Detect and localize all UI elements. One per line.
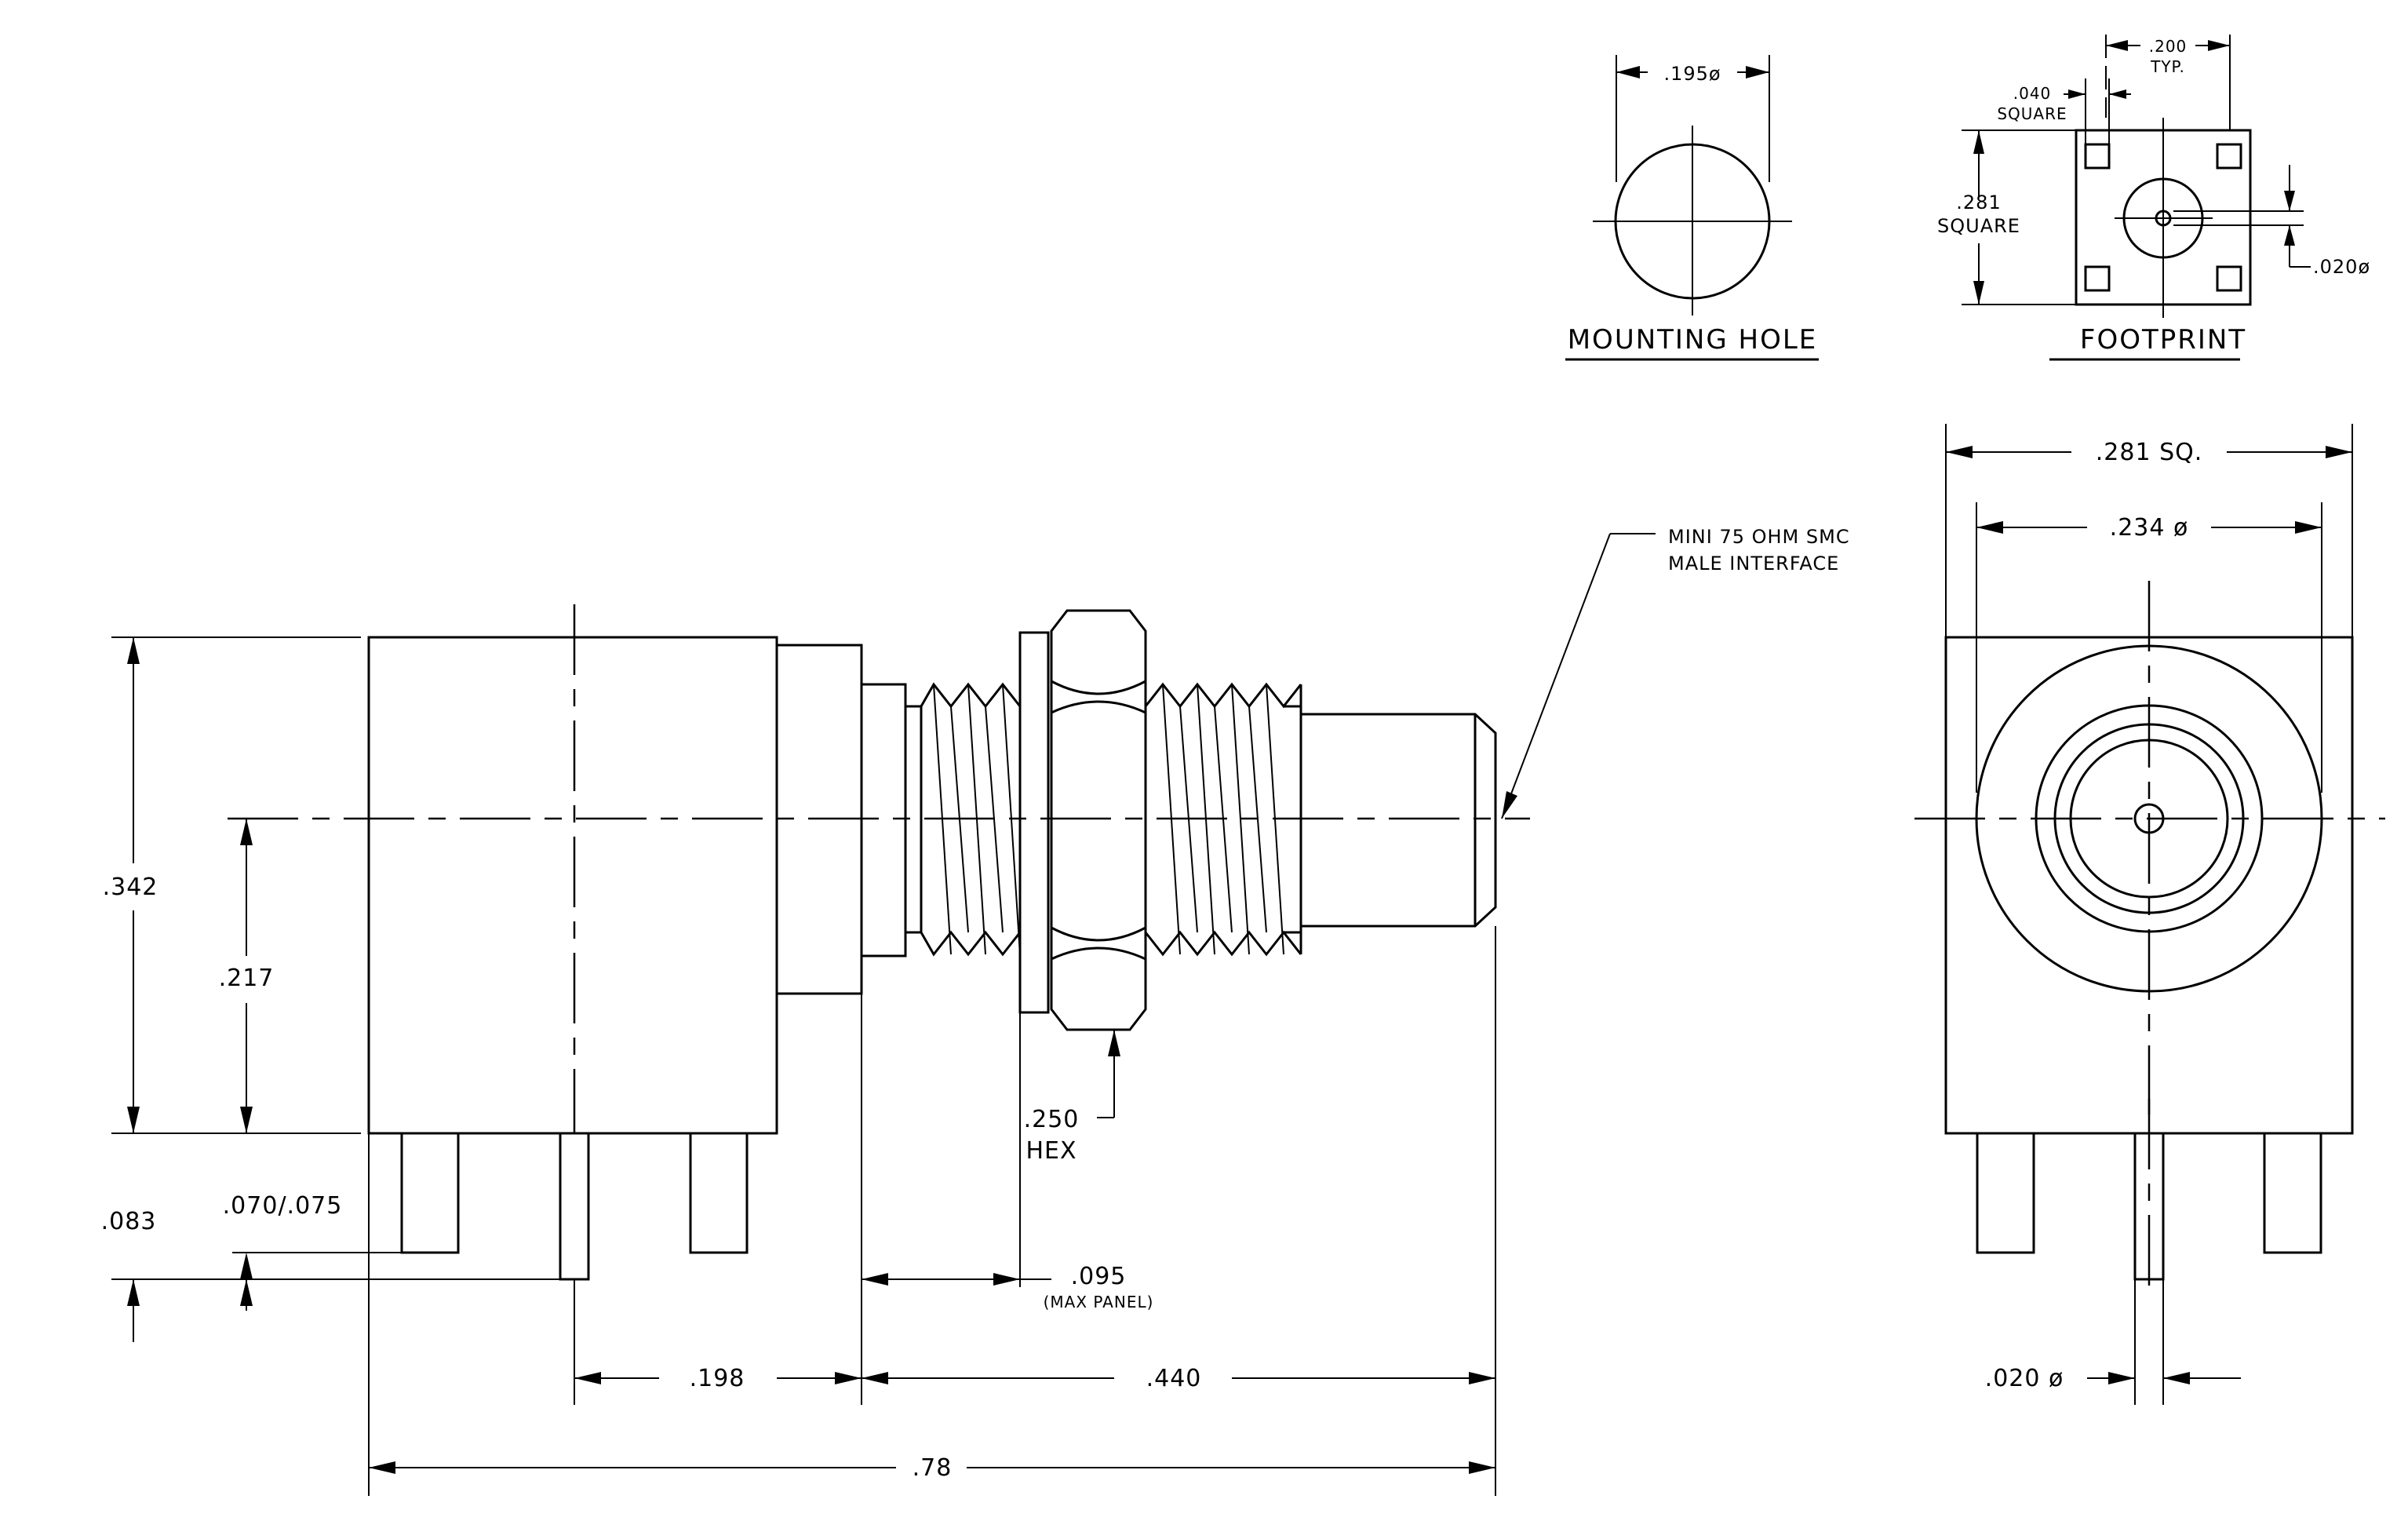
footprint-pitch-note: TYP. [2150, 57, 2185, 76]
pin-length-label: .083 [101, 1208, 157, 1235]
body-height-label: .342 [103, 874, 158, 901]
body-square-label: .281 SQ. [2096, 439, 2203, 466]
pad-size-label: .040 [2013, 84, 2052, 103]
pad-size-note: SQUARE [1997, 104, 2067, 123]
front-view-dimensions: .281 SQ. .234 ø .020 ø [1945, 424, 2353, 1405]
hex-nut [1050, 609, 1147, 1031]
interface-callout-line2: MALE INTERFACE [1668, 553, 1839, 574]
mounting-hole-dia-label: .195ø [1663, 63, 1721, 85]
front-pin-left [1976, 1132, 2035, 1254]
body-block [367, 636, 778, 1135]
footprint-square-note: SQUARE [1937, 215, 2020, 237]
footprint-pad-br [2216, 265, 2242, 292]
footprint-view: .200 TYP. .040 SQUARE .281 SQUARE .020ø … [1937, 33, 2370, 361]
pin-left [400, 1132, 460, 1254]
panel-washer [1018, 631, 1050, 1014]
thread-collar [860, 683, 907, 957]
max-panel-label: .095 [1071, 1263, 1127, 1290]
interface-callout-line1: MINI 75 OHM SMC [1668, 526, 1850, 548]
side-view [228, 604, 1530, 1281]
centerline-height-label: .217 [219, 965, 275, 992]
mounting-hole-view: .195ø MOUNTING HOLE [1565, 55, 1819, 361]
hex-label: HEX [1025, 1137, 1076, 1165]
max-panel-note: (MAX PANEL) [1044, 1293, 1154, 1311]
mounting-hole-title: MOUNTING HOLE [1568, 324, 1818, 356]
front-pin-right [2263, 1132, 2322, 1254]
overall-length-label: .78 [913, 1454, 953, 1482]
pin-size-label: .070/.075 [223, 1192, 343, 1220]
side-pin-dia-label: .020 ø [1985, 1365, 2064, 1392]
pin-right [689, 1132, 749, 1254]
footprint-pad-tr [2216, 143, 2242, 170]
footprint-pad-tl [2084, 143, 2111, 170]
pin-to-flange-label: .198 [690, 1365, 745, 1392]
footprint-square-label: .281 [1956, 191, 2001, 213]
footprint-pin-dia-label: .020ø [2313, 256, 2370, 278]
footprint-pitch-label: .200 [2149, 37, 2188, 56]
pin-center [559, 1132, 590, 1281]
interface-dia-label: .234 ø [2110, 514, 2189, 542]
flange-to-tip-label: .440 [1146, 1365, 1202, 1392]
hex-size-label: .250 [1024, 1106, 1080, 1133]
interface-tip [1301, 713, 1497, 928]
footprint-pad-bl [2084, 265, 2111, 292]
footprint-title: FOOTPRINT [2080, 324, 2246, 356]
side-view-dimensions: .342 .217 .083 .070/.075 .095 (MAX PANEL… [101, 526, 1850, 1496]
front-view [1914, 581, 2385, 1287]
